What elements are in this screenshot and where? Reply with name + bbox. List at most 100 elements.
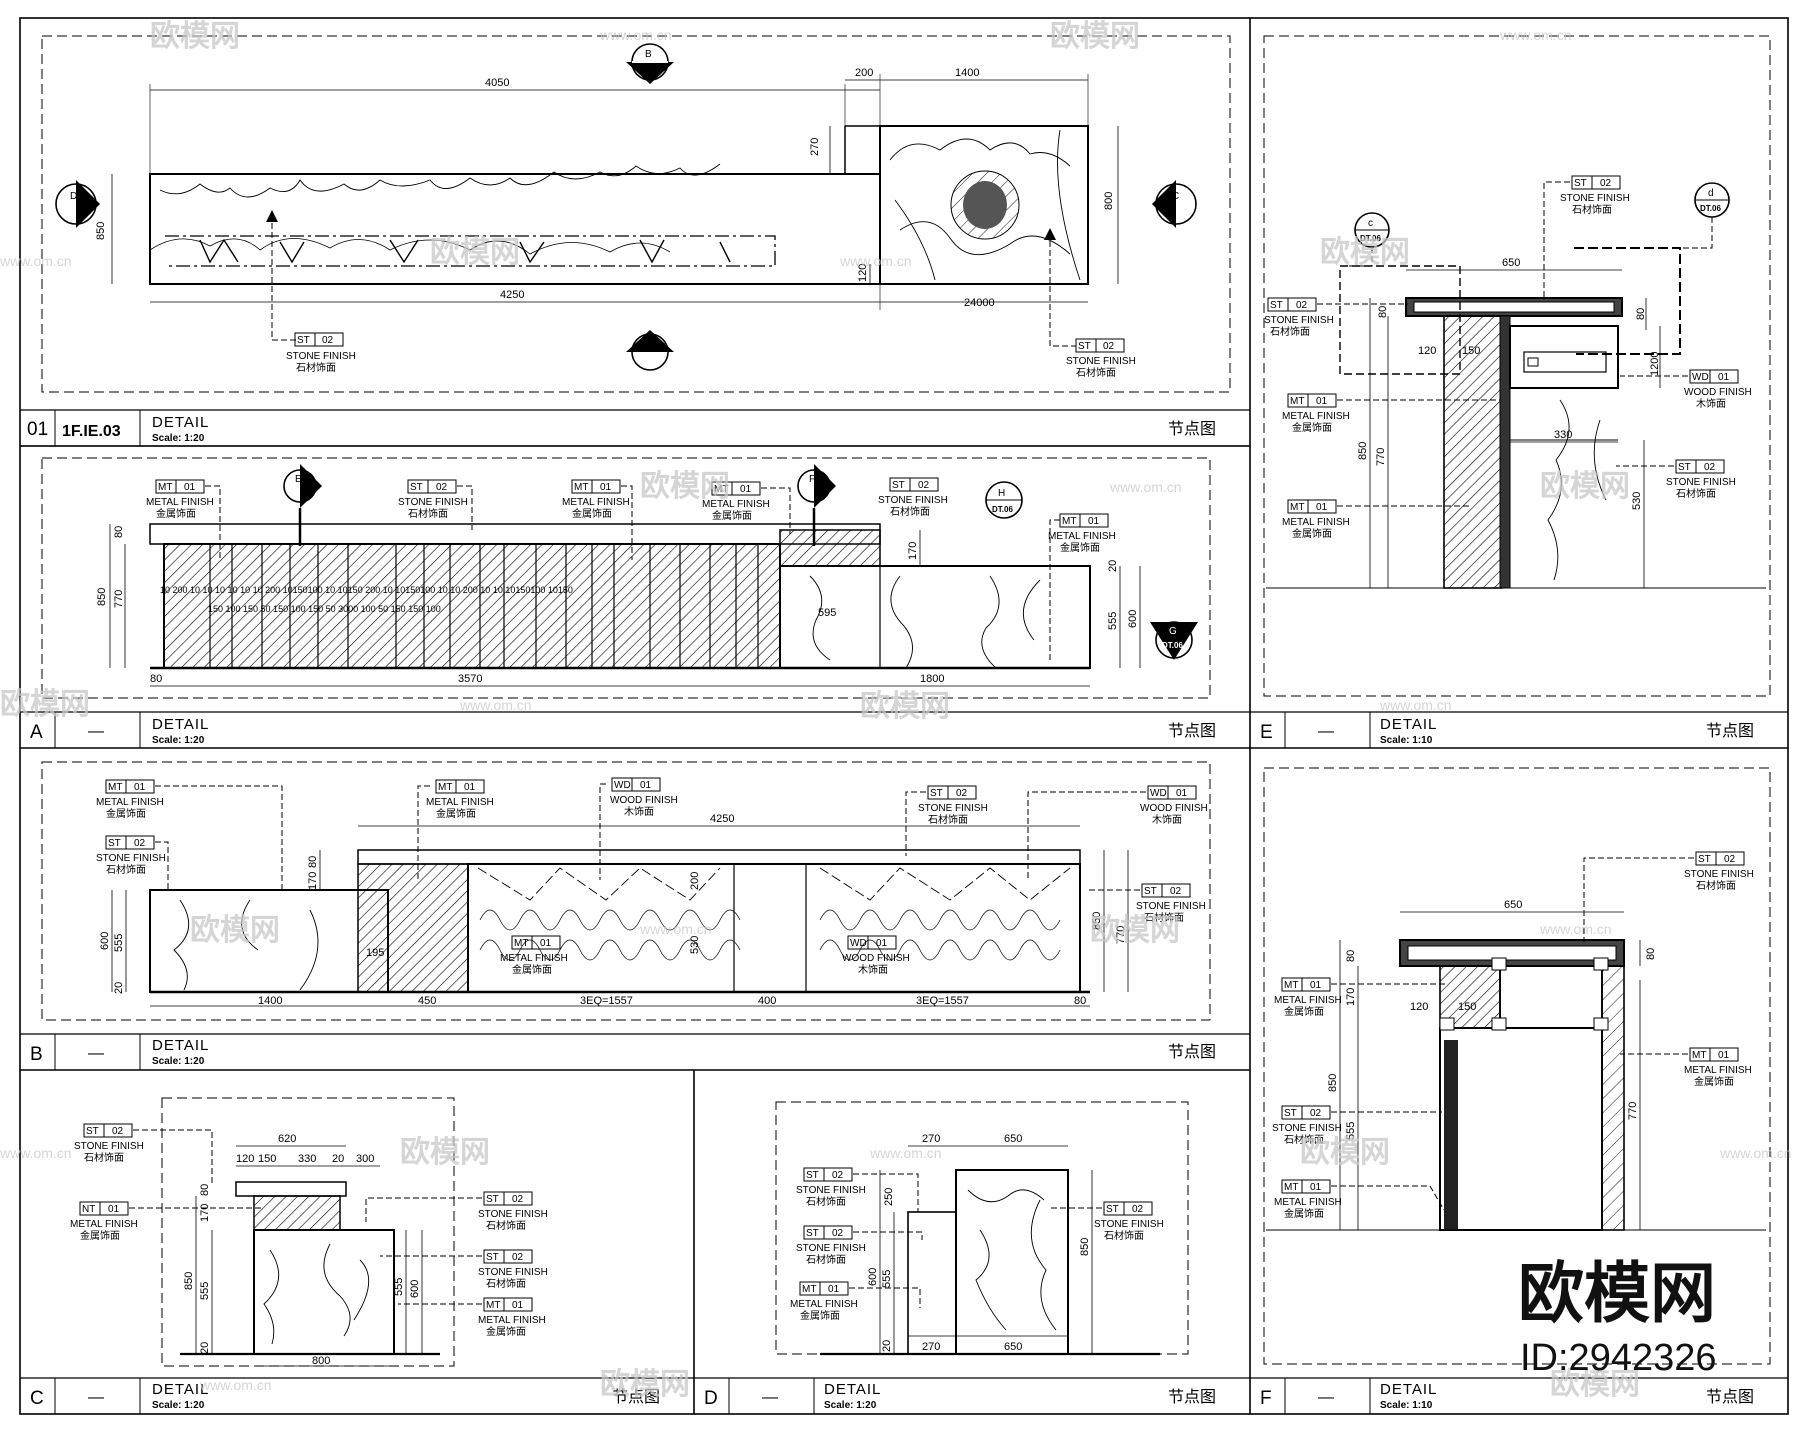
svg-text:欧模网: 欧模网: [0, 688, 90, 721]
svg-text:01: 01: [1088, 516, 1100, 527]
svg-text:02: 02: [1132, 1204, 1144, 1215]
svg-text:450: 450: [418, 995, 436, 1007]
svg-text:WOOD FINISH: WOOD FINISH: [1140, 803, 1208, 814]
svg-text:770: 770: [1627, 1102, 1639, 1120]
svg-text:石材饰面: 石材饰面: [928, 813, 968, 826]
elevation-b-drawing: [111, 825, 1129, 1007]
svg-text:石材饰面: 石材饰面: [486, 1277, 526, 1290]
section-e-drawing: [1266, 247, 1766, 589]
svg-text:02: 02: [956, 788, 968, 799]
svg-text:METAL FINISH: METAL FINISH: [96, 797, 164, 808]
svg-text:02: 02: [322, 335, 334, 346]
svg-text:金属饰面: 金属饰面: [106, 807, 146, 820]
section-mark-e-elev: E: [283, 464, 322, 546]
svg-text:金属饰面: 金属饰面: [1284, 1005, 1324, 1018]
svg-text:MT: MT: [108, 782, 122, 793]
svg-text:80: 80: [307, 856, 319, 868]
svg-text:170: 170: [1345, 988, 1357, 1006]
svg-text:850: 850: [96, 588, 108, 606]
svg-text:C: C: [1172, 191, 1179, 202]
svg-text:欧模网: 欧模网: [1300, 1136, 1390, 1169]
section-mark-b-plan: B: [626, 43, 674, 84]
section-mark-d-e: d DT.06: [1680, 182, 1730, 249]
svg-text:80: 80: [1635, 308, 1647, 320]
svg-text:欧模网: 欧模网: [640, 470, 730, 503]
svg-text:METAL FINISH: METAL FINISH: [500, 953, 568, 964]
panel-title-e: DETAIL: [1380, 716, 1437, 733]
svg-text:ST: ST: [1574, 178, 1587, 189]
svg-text:150: 150: [258, 1153, 276, 1165]
panel-scale-d: Scale: 1:20: [824, 1400, 877, 1411]
svg-text:10 200 10 10 10 10 10 10: 10 200 10 10 10 10 10 10 200 10150100 10…: [160, 585, 573, 595]
svg-text:02: 02: [112, 1126, 124, 1137]
svg-text:MT: MT: [1290, 502, 1304, 513]
svg-text:METAL FINISH: METAL FINISH: [562, 497, 630, 508]
brand-logo-text: 欧模网: [1518, 1256, 1716, 1330]
svg-text:ST: ST: [892, 480, 905, 491]
svg-text:02: 02: [1170, 886, 1182, 897]
svg-text:595: 595: [818, 607, 836, 619]
section-e-dimensions: 650 80 120 150 80 1200 330 850 770 530: [1357, 257, 1661, 510]
panel-scale-a: Scale: 1:20: [152, 735, 205, 746]
panel-scale-f: Scale: 1:10: [1380, 1400, 1433, 1411]
svg-text:STONE FINISH: STONE FINISH: [878, 495, 948, 506]
svg-text:170: 170: [307, 872, 319, 890]
svg-text:METAL FINISH: METAL FINISH: [70, 1219, 138, 1230]
svg-text:石材饰面: 石材饰面: [890, 505, 930, 518]
section-mark-c-e: c DT.06: [1340, 212, 1390, 267]
svg-text:20: 20: [881, 1340, 893, 1352]
model-id: ID:2942326: [1520, 1337, 1717, 1379]
panel-cn-b: 节点图: [1168, 1043, 1216, 1061]
svg-text:STONE FINISH: STONE FINISH: [96, 853, 166, 864]
svg-text:01: 01: [464, 782, 476, 793]
svg-text:DT.06: DT.06: [1360, 234, 1381, 243]
svg-text:1400: 1400: [955, 67, 979, 79]
svg-text:石材饰面: 石材饰面: [1572, 203, 1612, 216]
svg-text:www.om.cn: www.om.cn: [459, 697, 532, 713]
svg-text:STONE FINISH: STONE FINISH: [1094, 1219, 1164, 1230]
svg-text:WOOD FINISH: WOOD FINISH: [842, 953, 910, 964]
svg-text:METAL FINISH: METAL FINISH: [146, 497, 214, 508]
svg-text:欧模网: 欧模网: [860, 690, 950, 723]
svg-text:石材饰面: 石材饰面: [1284, 1133, 1324, 1146]
svg-text:850: 850: [1357, 442, 1369, 460]
svg-text:4250: 4250: [500, 289, 524, 301]
watermark-layer: 欧模网 www.om.cn 欧模网 www.om.cn 欧模网 www.om.c…: [0, 20, 1792, 1401]
svg-text:ST: ST: [1078, 341, 1091, 352]
svg-text:02: 02: [832, 1228, 844, 1239]
svg-text:20: 20: [113, 982, 125, 994]
svg-text:欧模网: 欧模网: [190, 914, 280, 947]
svg-text:D: D: [70, 191, 77, 202]
svg-text:01: 01: [540, 938, 552, 949]
svg-text:石材饰面: 石材饰面: [84, 1151, 124, 1164]
svg-text:METAL FINISH: METAL FINISH: [426, 797, 494, 808]
svg-text:金属饰面: 金属饰面: [712, 509, 752, 522]
svg-text:www.om.cn: www.om.cn: [0, 1145, 72, 1161]
svg-text:石材饰面: 石材饰面: [1676, 487, 1716, 500]
svg-text:石材饰面: 石材饰面: [106, 863, 146, 876]
svg-text:ST: ST: [486, 1194, 499, 1205]
svg-text:STONE FINISH: STONE FINISH: [1066, 356, 1136, 367]
title-bar-01: 01 1F.IE.03 DETAIL Scale: 1:20 节点图: [20, 409, 1250, 447]
svg-text:150: 150: [1458, 1001, 1476, 1013]
svg-text:ST: ST: [86, 1126, 99, 1137]
svg-text:METAL FINISH: METAL FINISH: [1684, 1065, 1752, 1076]
svg-text:石材饰面: 石材饰面: [296, 361, 336, 374]
panel-ref-a: —: [88, 723, 104, 740]
svg-text:MT: MT: [802, 1284, 816, 1295]
svg-text:20: 20: [332, 1153, 344, 1165]
svg-text:MT: MT: [158, 482, 172, 493]
svg-text:24000: 24000: [964, 297, 995, 309]
svg-text:石材饰面: 石材饰面: [1696, 879, 1736, 892]
viewport-frames: [41, 35, 1771, 1367]
panel-id-a: A: [30, 722, 43, 743]
panel-id-e: E: [1260, 722, 1273, 743]
